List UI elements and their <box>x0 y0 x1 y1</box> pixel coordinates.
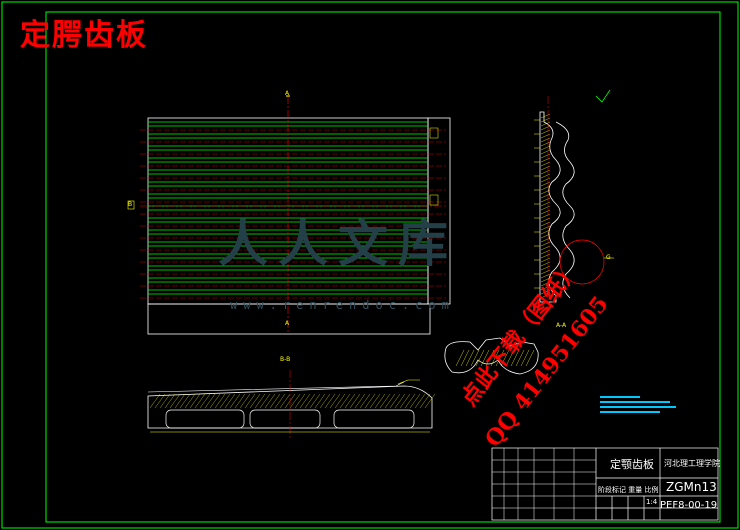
front-view <box>127 95 451 335</box>
title-block-school: 河北理工理学院 <box>664 459 720 468</box>
watermark-url: www.renrendoc.com <box>230 298 455 312</box>
title-block-stage-labels: 阶段标记 重量 比例 <box>598 486 659 494</box>
watermark-brand: 人人文库 <box>218 214 458 273</box>
section-a-bottom-label: A <box>285 320 290 327</box>
title-block-scale: 1:4 <box>646 498 658 506</box>
title-block-drawing-no: PEF8-00-19 <box>660 500 718 511</box>
drawing-title: 定腭齿板 <box>20 18 148 53</box>
title-block <box>491 447 719 521</box>
section-bb-view <box>147 370 436 438</box>
title-block-part-name: 定颚齿板 <box>610 458 654 471</box>
section-bb-label: B-B <box>280 356 291 363</box>
inner-frame <box>45 11 721 523</box>
detail-g-label: G <box>606 254 611 261</box>
section-a-top-label: A <box>285 90 290 97</box>
technical-notes <box>600 396 676 413</box>
section-aa-view <box>444 337 539 375</box>
side-marker-label: B <box>128 201 133 208</box>
side-profile-view <box>534 89 614 310</box>
section-aa-label: A-A <box>556 322 567 329</box>
title-block-material: ZGMn13 <box>666 480 717 494</box>
